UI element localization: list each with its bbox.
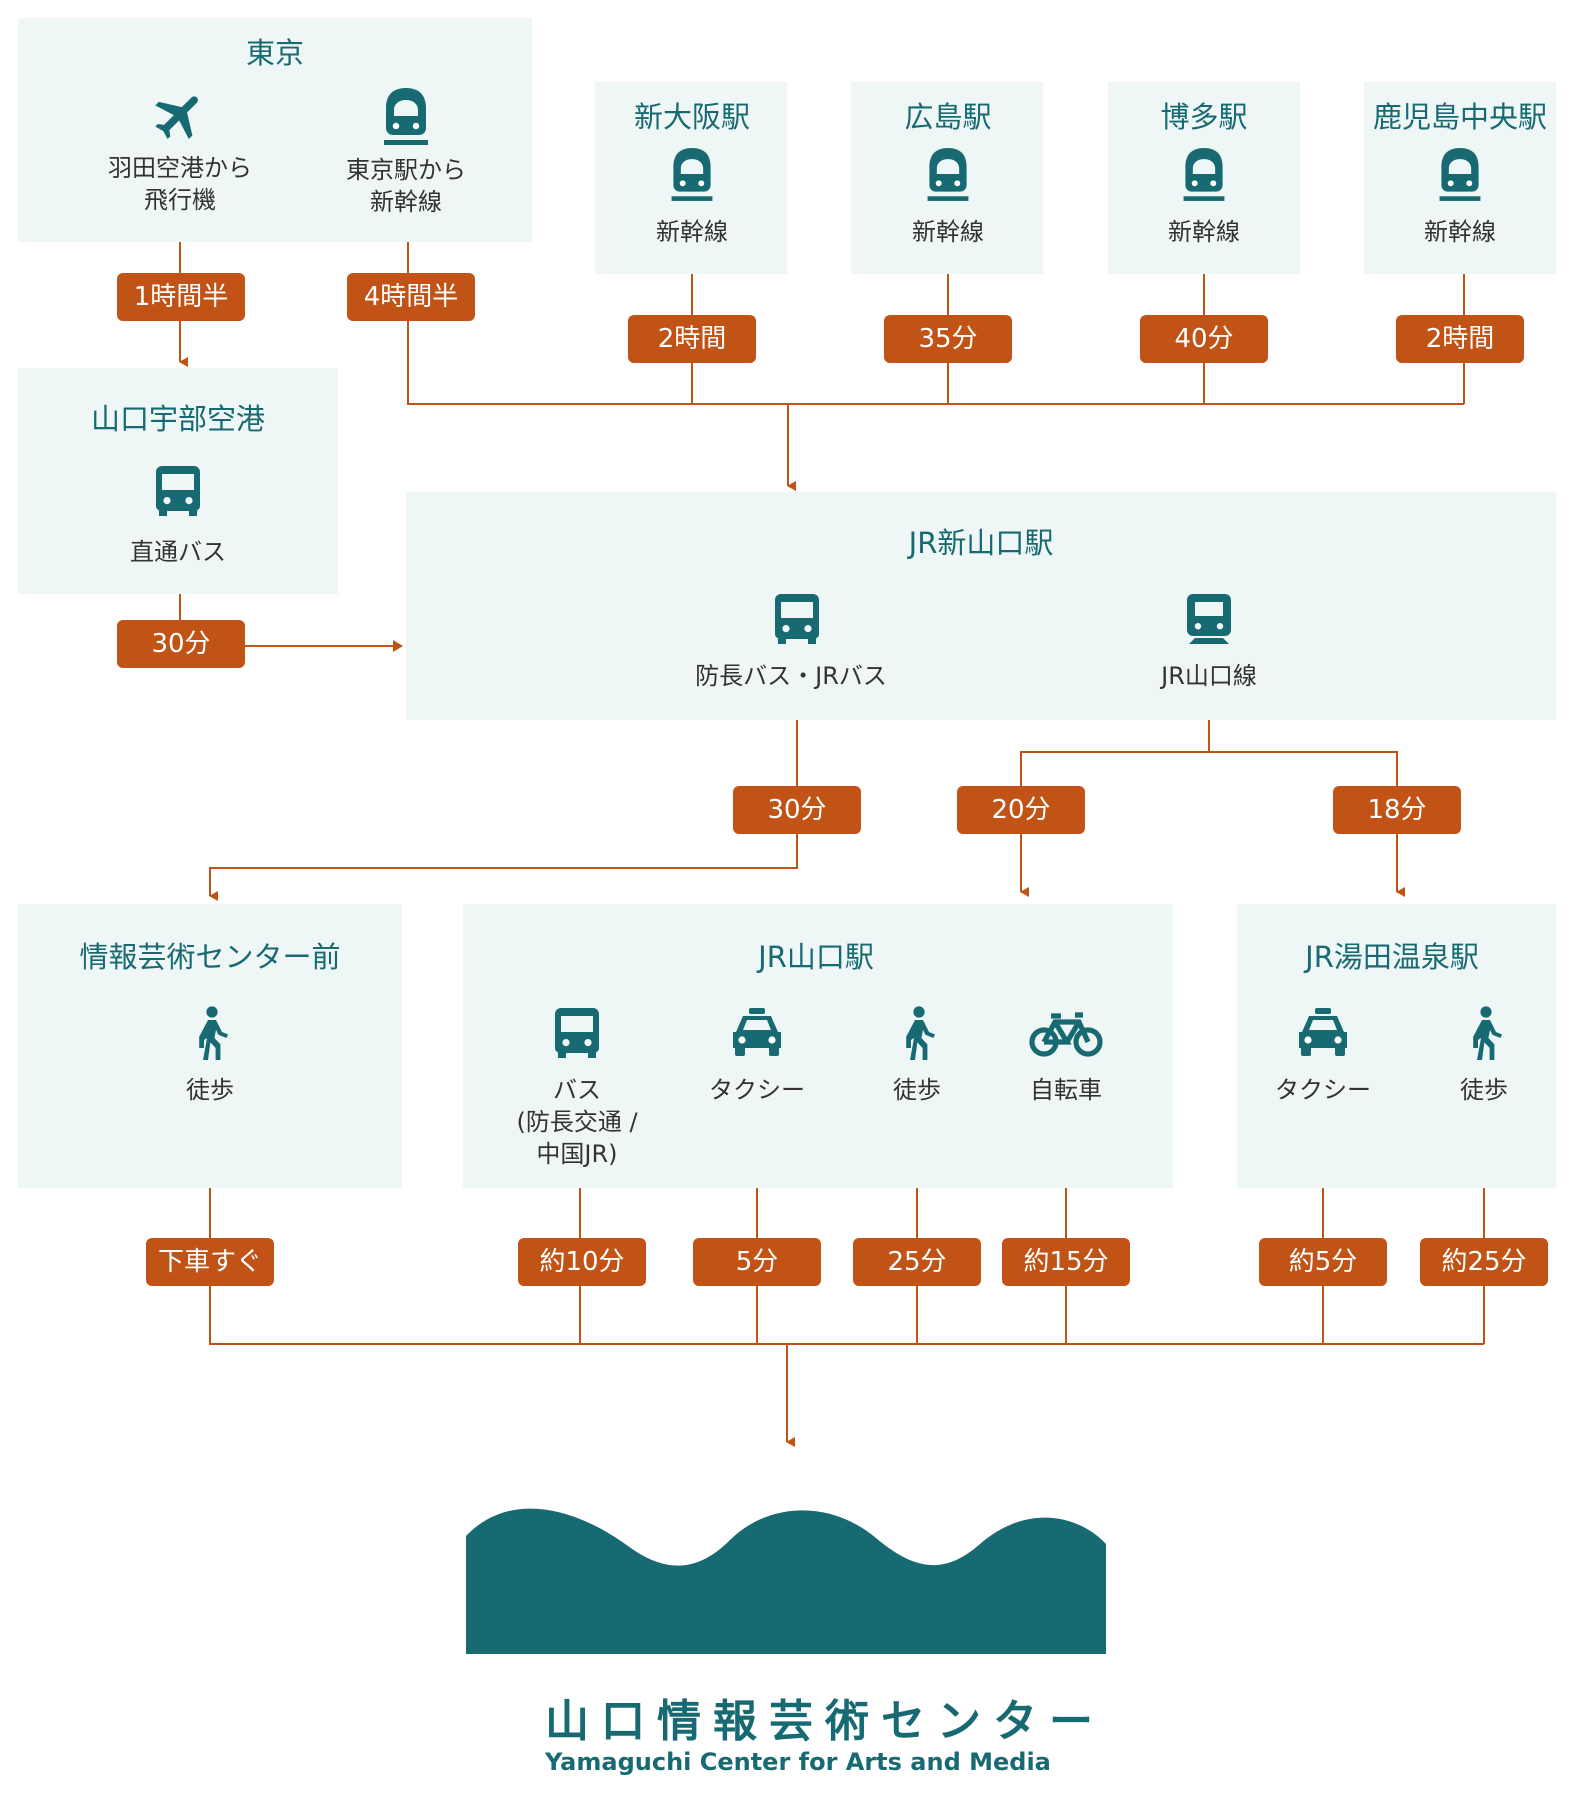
ube-airport-title: 山口宇部空港 (90, 402, 266, 436)
train-icon (1187, 594, 1231, 644)
duration-badge-line-to-yamaguchi: 20分 (957, 786, 1085, 834)
duration-badge-shin-osaka: 2時間 (628, 315, 756, 363)
shin-yamaguchi-train-label: JR山口線 (1161, 662, 1257, 690)
hakata-title: 博多駅 (1160, 100, 1248, 134)
duration-badge-ube-bus: 30分 (117, 620, 245, 668)
destination-name-en: Yamaguchi Center for Arts and Media (545, 1748, 1051, 1776)
duration-badge-line-to-yuda: 18分 (1333, 786, 1461, 834)
shin-osaka-title: 新大阪駅 (633, 100, 751, 134)
walking-person-icon (1473, 1006, 1502, 1060)
duration-badge-yuda-taxi: 約5分 (1259, 1238, 1387, 1286)
shin-osaka-mode: 新幹線 (656, 218, 728, 246)
yuda-onsen-title: JR湯田温泉駅 (1305, 940, 1479, 974)
ycam-wave-logo-icon (466, 1508, 1106, 1654)
center-mae-walk-label: 徒歩 (186, 1076, 234, 1104)
node-tokyo (18, 18, 532, 242)
train-icon (1183, 148, 1225, 201)
bus-icon (156, 466, 200, 516)
train-icon (671, 148, 713, 201)
tokyo-station-label: 東京駅から 新幹線 (346, 156, 466, 216)
yamaguchi-taxi-label: タクシー (709, 1076, 805, 1104)
kagoshima-mode: 新幹線 (1424, 218, 1496, 246)
yuda-walk-label: 徒歩 (1460, 1076, 1508, 1104)
duration-badge-center-walk: 下車すぐ (146, 1238, 274, 1286)
duration-badge-yamaguchi-bicycle: 約15分 (1002, 1238, 1130, 1286)
shin-yamaguchi-title: JR新山口駅 (908, 526, 1054, 560)
yamaguchi-bus-label: バス (防長交通 / 中国JR) (516, 1076, 638, 1168)
walking-person-icon (906, 1006, 935, 1060)
walking-person-icon (199, 1006, 228, 1060)
yamaguchi-walk-label: 徒歩 (893, 1076, 941, 1104)
hakata-mode: 新幹線 (1168, 218, 1240, 246)
yamaguchi-bicycle-label: 自転車 (1030, 1076, 1102, 1104)
duration-badge-haneda: 1時間半 (117, 273, 245, 321)
center-mae-title: 情報芸術センター前 (79, 940, 341, 974)
yuda-taxi-label: タクシー (1275, 1076, 1371, 1104)
duration-badge-hakata: 40分 (1140, 315, 1268, 363)
node-yuda-onsen (1237, 904, 1556, 1188)
duration-badge-shin-yamaguchi-bus: 30分 (733, 786, 861, 834)
node-center-mae (18, 904, 402, 1188)
taxi-icon (733, 1008, 781, 1056)
duration-badge-tokyo-shinkansen: 4時間半 (347, 273, 475, 321)
hiroshima-title: 広島駅 (904, 100, 992, 134)
haneda-label: 羽田空港から 飛行機 (108, 154, 252, 214)
hiroshima-mode: 新幹線 (912, 218, 984, 246)
taxi-icon (1299, 1008, 1347, 1056)
train-icon (1439, 148, 1481, 201)
kagoshima-title: 鹿児島中央駅 (1372, 100, 1548, 134)
train-icon (384, 88, 428, 145)
duration-badge-yamaguchi-walk: 25分 (853, 1238, 981, 1286)
node-ube-airport (18, 368, 338, 594)
bus-icon (775, 594, 819, 644)
duration-badge-yamaguchi-taxi: 5分 (693, 1238, 821, 1286)
destination-name-ja: 山口情報芸術センター (545, 1696, 1105, 1747)
train-icon (927, 148, 969, 201)
tokyo-title: 東京 (245, 36, 305, 70)
ube-airport-mode: 直通バス (130, 538, 226, 566)
duration-badge-kagoshima: 2時間 (1396, 315, 1524, 363)
bicycle-icon (1029, 1012, 1103, 1057)
node-shin-yamaguchi (406, 492, 1556, 720)
duration-badge-yuda-walk: 約25分 (1420, 1238, 1548, 1286)
airplane-icon (155, 96, 198, 139)
bus-icon (555, 1008, 599, 1058)
yamaguchi-station-title: JR山口駅 (758, 940, 874, 974)
duration-badge-hiroshima: 35分 (884, 315, 1012, 363)
shin-yamaguchi-bus-label: 防長バス・JRバス (695, 662, 887, 690)
duration-badge-yamaguchi-bus: 約10分 (518, 1238, 646, 1286)
